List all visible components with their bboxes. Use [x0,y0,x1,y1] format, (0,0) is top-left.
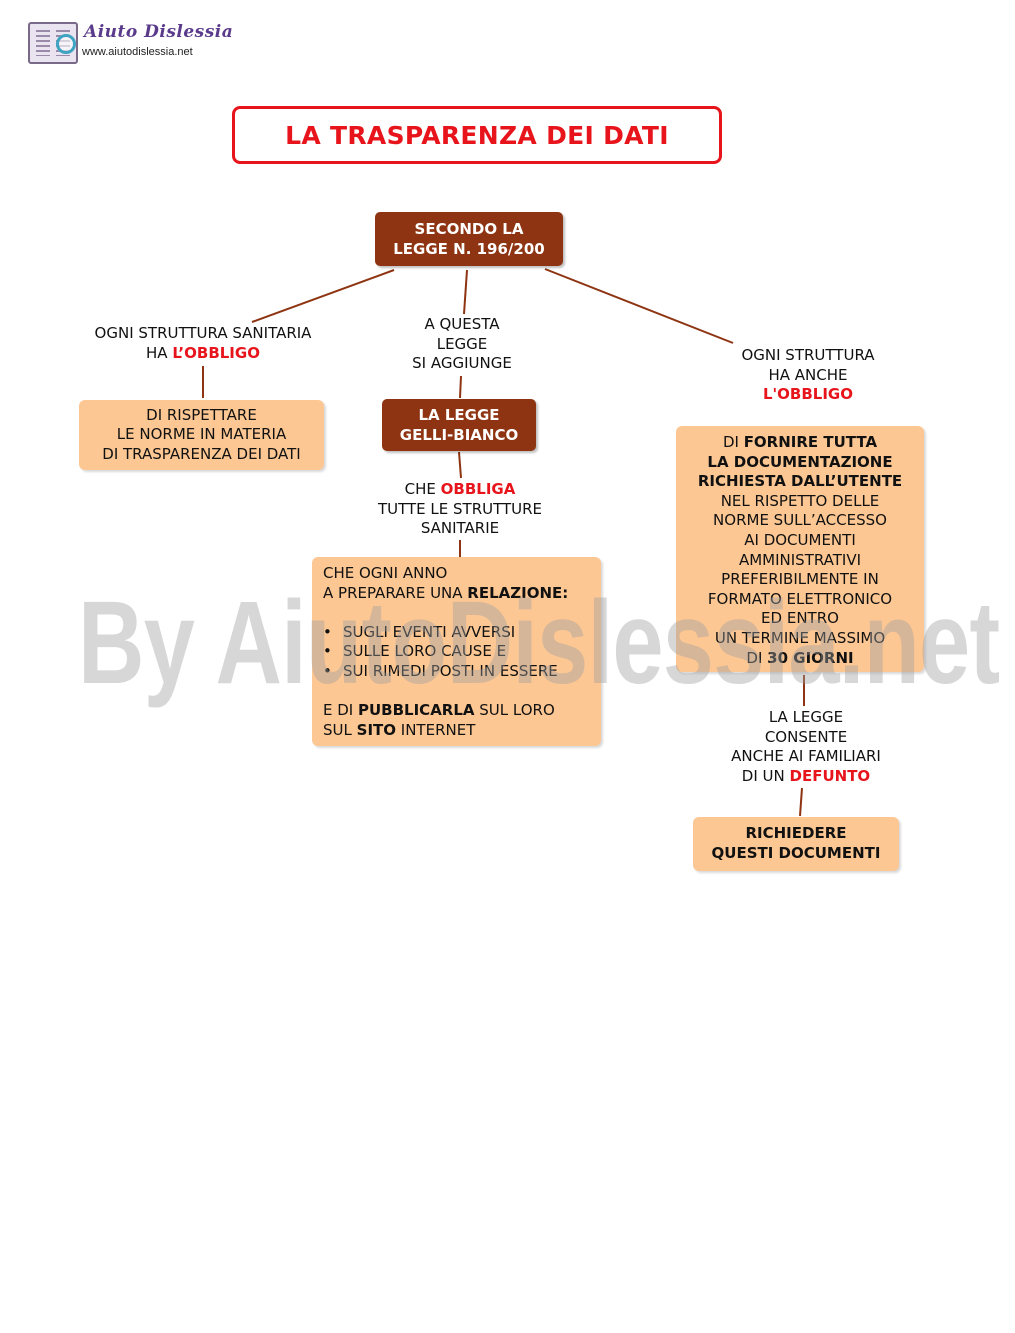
middle-label-line: SI AGGIUNGE [412,354,512,373]
middle-box-line: A PREPARARE UNA RELAZIONE: [323,583,569,602]
bullet-icon: • [323,642,332,661]
left-label-line1: OGNI STRUTTURA SANITARIA [94,324,312,342]
deceased-highlight: DEFUNTO [789,766,871,785]
connector-root-left [251,269,395,323]
right-branch-label-2: LA LEGGE CONSENTE ANCHE AI FAMILIARI DI … [706,708,906,786]
gelli-bianco-node: LA LEGGE GELLI-BIANCO [382,399,536,451]
site-highlight: SITO [356,720,397,739]
middle-box-line: SUL SITO INTERNET [323,720,476,739]
right-box-line: LA DOCUMENTAZIONE [707,452,893,471]
magnifier-icon [56,34,76,54]
middle-label-line: A QUESTA [424,315,500,333]
right-box-line: NORME SULL’ACCESSO [713,511,887,530]
middle-branch-label: A QUESTA LEGGE SI AGGIUNGE [392,315,532,374]
right-box-line: DI 30 GIORNI [746,648,854,667]
connector-right-label-final [799,787,803,817]
right-box-line: AMMINISTRATIVI [738,550,862,569]
site-logo: Aiuto Dislessia www.aiutodislessia.net [28,22,233,66]
left-box-line: DI RISPETTARE [146,405,257,424]
middle-label-line: LEGGE [436,334,488,353]
final-box: RICHIEDERE QUESTI DOCUMENTI [693,817,899,871]
right-box-line: PREFERIBILMENTE IN [721,570,879,589]
right-box-line: UN TERMINE MASSIMO [714,628,886,647]
connector-root-middle [463,269,468,315]
publish-highlight: PUBBLICARLA [358,701,475,720]
right-box-line: DI FORNIRE TUTTA [722,433,878,451]
list-item: •SUGLI EVENTI AVVERSI [323,622,516,641]
final-box-line: QUESTI DOCUMENTI [711,844,881,862]
right-label2-line: DI UN DEFUNTO [741,766,871,785]
left-box-line: LE NORME IN MATERIA [116,425,287,444]
right-label2-line: LA LEGGE [768,708,844,726]
middle-branch-label-2: CHE OBBLIGA TUTTE LE STRUTTURE SANITARIE [360,480,560,539]
list-item: •SULLE LORO CAUSE E [323,642,507,661]
middle-label2-line3: SANITARIE [420,519,500,538]
right-label2-line: ANCHE AI FAMILIARI [731,747,881,766]
node-line1: LA LEGGE [418,406,500,424]
connector-node-label [458,451,462,479]
right-box-line: FORMATO ELETTRONICO [707,589,893,608]
root-line1: SECONDO LA [414,220,524,238]
root-node: SECONDO LA LEGGE N. 196/200 [375,212,563,266]
right-label2-line: CONSENTE [764,727,848,746]
right-label-line2: HA ANCHE [768,365,848,384]
left-branch-label: OGNI STRUTTURA SANITARIA HA L’OBBLIGO [80,324,326,363]
final-box-line: RICHIEDERE [745,824,847,843]
logo-url: www.aiutodislessia.net [82,46,193,58]
connector-root-right [544,268,734,344]
obliges-highlight: OBBLIGA [440,480,516,498]
logo-name: Aiuto Dislessia [84,22,234,42]
bullet-icon: • [323,622,332,641]
report-highlight: RELAZIONE: [467,583,569,602]
list-item: •SUI RIMEDI POSTI IN ESSERE [323,661,558,680]
right-obligation-highlight: L'OBBLIGO [763,385,853,404]
right-branch-label: OGNI STRUTTURA HA ANCHE L'OBBLIGO [718,346,898,405]
right-box-line: AI DOCUMENTI [744,530,856,549]
middle-label2-line2: TUTTE LE STRUTTURE [377,499,543,518]
root-line2: LEGGE N. 196/200 [393,240,545,258]
left-label-line2: HA L’OBBLIGO [146,343,260,362]
left-box: DI RISPETTARE LE NORME IN MATERIA DI TRA… [79,400,324,470]
left-box-line: DI TRASPARENZA DEI DATI [102,444,301,463]
middle-label2-line1: CHE OBBLIGA [404,480,516,498]
page-title: LA TRASPARENZA DEI DATI [232,106,722,164]
obligation-highlight: L’OBBLIGO [172,343,260,362]
deadline-highlight: 30 GIORNI [767,648,854,667]
connector-middle-label-node [459,375,462,399]
middle-box-line: CHE OGNI ANNO [323,564,448,582]
right-box-line: RICHIESTA DALL’UTENTE [697,472,903,491]
right-box-line: ED ENTRO [761,609,839,628]
right-box-line: NEL RISPETTO DELLE [720,491,880,510]
middle-box-line: E DI PUBBLICARLA SUL LORO [323,701,555,720]
right-label-line1: OGNI STRUTTURA [741,346,875,364]
right-box: DI FORNIRE TUTTA LA DOCUMENTAZIONE RICHI… [676,426,924,672]
bullet-icon: • [323,661,332,680]
node-line2: GELLI-BIANCO [399,426,519,444]
middle-box: CHE OGNI ANNO A PREPARARE UNA RELAZIONE:… [312,557,601,746]
